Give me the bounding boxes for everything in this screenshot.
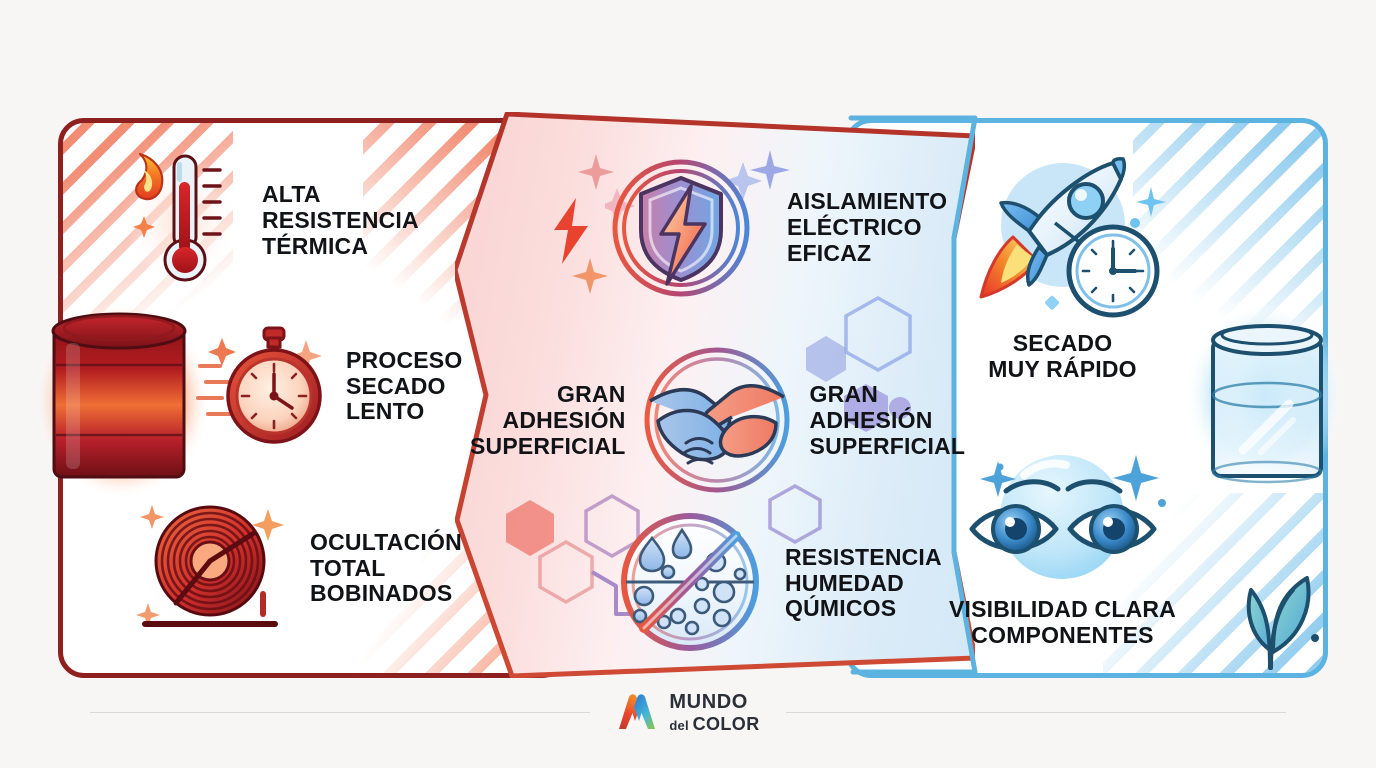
feature-label: OCULTACIÓN TOTAL BOBINADOS (310, 528, 462, 607)
feature-gran-adhesion-superficial[interactable]: GRAN ADHESIÓN SUPERFICIAL (470, 345, 965, 495)
feature-secado-muy-rapido[interactable]: SECADO MUY RÁPIDO (955, 145, 1170, 382)
glass-jar-icon (1185, 303, 1345, 487)
leaf-plant-icon (1246, 576, 1319, 670)
feature-label-left: GRAN ADHESIÓN SUPERFICIAL (470, 381, 626, 459)
eyes-icon (969, 455, 1166, 579)
feature-alta-resistencia-termica[interactable]: ALTA RESISTENCIA TÉRMICA (120, 150, 419, 290)
feature-label-right: GRAN ADHESIÓN SUPERFICIAL (809, 381, 966, 459)
footer-divider-left (90, 711, 591, 713)
feature-label: SECADO MUY RÁPIDO (988, 330, 1137, 382)
logo-line-2: del COLOR (669, 715, 759, 733)
no-moisture-chemicals-icon (621, 513, 759, 651)
paint-can-icon (34, 302, 210, 498)
feature-label: AISLAMIENTO ELÉCTRICO EFICAZ (787, 188, 948, 266)
footer-divider-right (785, 711, 1286, 713)
feature-ocultacion-total-bobinados[interactable]: OCULTACIÓN TOTAL BOBINADOS (130, 495, 462, 640)
logo-text: MUNDO del COLOR (669, 692, 759, 733)
logo-del: del (669, 717, 693, 733)
footer: MUNDO del COLOR (0, 682, 1376, 742)
thermometer-fire-icon (124, 152, 240, 288)
coil-winding-icon (136, 495, 284, 633)
logo-line-1: MUNDO (669, 690, 748, 713)
feature-visibilidad-clara-componentes[interactable]: VISIBILIDAD CLARA COMPONENTES (940, 445, 1185, 648)
feature-proceso-secado-lento[interactable]: PROCESO SECADO LENTO (196, 318, 462, 453)
feature-label: ALTA RESISTENCIA TÉRMICA (262, 181, 419, 259)
feature-label: VISIBILIDAD CLARA COMPONENTES (948, 596, 1176, 648)
feature-aislamiento-electrico-eficaz[interactable]: AISLAMIENTO ELÉCTRICO EFICAZ (605, 152, 947, 302)
feature-label: RESISTENCIA HUMEDAD QÚMICOS (785, 543, 942, 622)
feature-label: PROCESO SECADO LENTO (346, 346, 463, 425)
stopwatch-icon (196, 326, 326, 452)
brand-logo[interactable]: MUNDO del COLOR (590, 692, 785, 733)
logo-color: COLOR (692, 713, 760, 734)
handshake-icon (644, 347, 790, 493)
m-logo-icon (619, 694, 656, 729)
rocket-clock-icon (979, 157, 1166, 318)
shield-lightning-icon (605, 159, 762, 297)
feature-resistencia-humedad-quimicos[interactable]: RESISTENCIA HUMEDAD QÚMICOS (618, 510, 942, 655)
